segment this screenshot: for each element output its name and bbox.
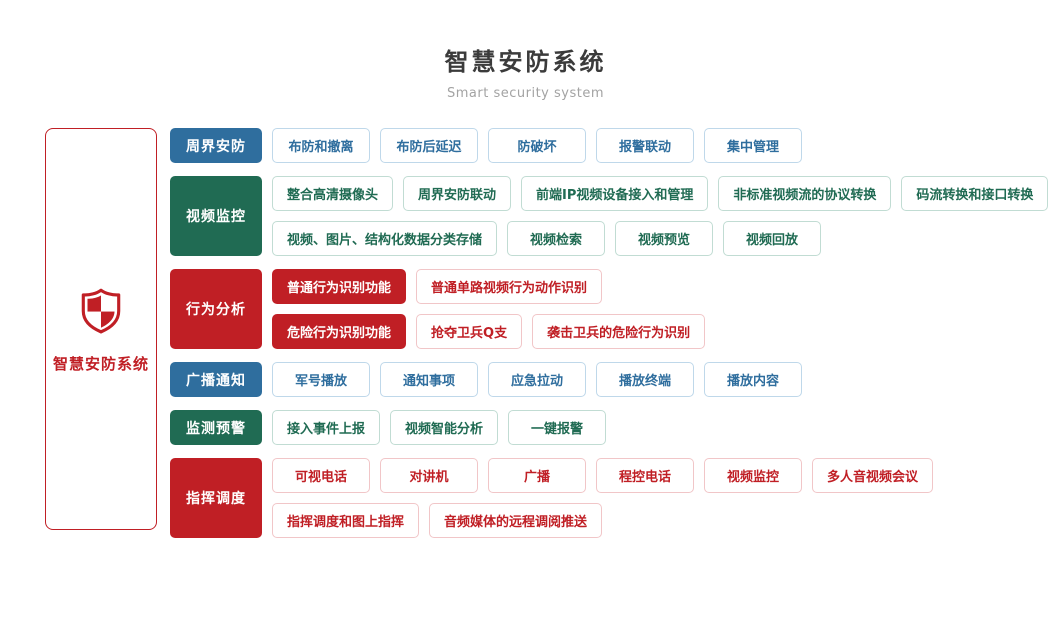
- category-label-broadcast-notice: 广播通知: [170, 362, 262, 397]
- feature-lines-behavior-analysis: 普通行为识别功能普通单路视频行为动作识别危险行为识别功能抢夺卫兵Q支袭击卫兵的危…: [272, 269, 706, 349]
- feature-item: 袭击卫兵的危险行为识别: [532, 314, 706, 349]
- feature-item: 视频回放: [723, 221, 822, 256]
- feature-item: 广播: [488, 458, 586, 493]
- feature-item: 视频检索: [507, 221, 606, 256]
- feature-item: 程控电话: [596, 458, 694, 493]
- feature-item: 周界安防联动: [403, 176, 512, 211]
- system-root-panel: 智慧安防系统: [45, 128, 157, 530]
- feature-item: 前端IP视频设备接入和管理: [521, 176, 709, 211]
- feature-lines-command-dispatch: 可视电话对讲机广播程控电话视频监控多人音视频会议指挥调度和图上指挥音频媒体的远程…: [272, 458, 934, 538]
- feature-line: 危险行为识别功能抢夺卫兵Q支袭击卫兵的危险行为识别: [272, 314, 706, 349]
- feature-lines-broadcast-notice: 军号播放通知事项应急拉动播放终端播放内容: [272, 362, 802, 397]
- shield-icon: [76, 285, 126, 339]
- feature-line: 视频、图片、结构化数据分类存储视频检索视频预览视频回放: [272, 221, 1048, 256]
- feature-lines-video-surveillance: 整合高清摄像头周界安防联动前端IP视频设备接入和管理非标准视频流的协议转换码流转…: [272, 176, 1049, 256]
- feature-item: 危险行为识别功能: [272, 314, 407, 349]
- feature-row-command-dispatch: 指挥调度可视电话对讲机广播程控电话视频监控多人音视频会议指挥调度和图上指挥音频媒…: [170, 458, 1048, 538]
- feature-lines-perimeter-security: 布防和撤离布防后延迟防破坏报警联动集中管理: [272, 128, 802, 163]
- feature-item: 视频智能分析: [390, 410, 499, 445]
- feature-line: 普通行为识别功能普通单路视频行为动作识别: [272, 269, 705, 304]
- feature-item: 多人音视频会议: [812, 458, 934, 493]
- feature-line: 军号播放通知事项应急拉动播放终端播放内容: [272, 362, 802, 397]
- system-root-label: 智慧安防系统: [52, 354, 149, 373]
- category-label-behavior-analysis: 行为分析: [170, 269, 262, 349]
- feature-item: 视频、图片、结构化数据分类存储: [272, 221, 498, 256]
- feature-item: 音频媒体的远程调阅推送: [429, 503, 603, 538]
- feature-item: 防破坏: [488, 128, 586, 163]
- feature-item: 应急拉动: [488, 362, 586, 397]
- category-label-perimeter-security: 周界安防: [170, 128, 262, 163]
- feature-item: 对讲机: [380, 458, 478, 493]
- feature-item: 一键报警: [508, 410, 607, 445]
- feature-row-monitoring-warning: 监测预警接入事件上报视频智能分析一键报警: [170, 410, 1048, 445]
- feature-row-behavior-analysis: 行为分析普通行为识别功能普通单路视频行为动作识别危险行为识别功能抢夺卫兵Q支袭击…: [170, 269, 1048, 349]
- category-label-monitoring-warning: 监测预警: [170, 410, 262, 445]
- feature-item: 布防后延迟: [380, 128, 478, 163]
- feature-item: 视频监控: [704, 458, 802, 493]
- feature-item: 视频预览: [615, 221, 714, 256]
- feature-item: 播放内容: [704, 362, 802, 397]
- page-title: 智慧安防系统: [444, 48, 607, 76]
- feature-item: 可视电话: [272, 458, 370, 493]
- feature-item: 播放终端: [596, 362, 694, 397]
- page-subtitle: Smart security system: [447, 86, 604, 101]
- feature-rows: 周界安防布防和撤离布防后延迟防破坏报警联动集中管理视频监控整合高清摄像头周界安防…: [170, 128, 1049, 538]
- category-label-video-surveillance: 视频监控: [170, 176, 262, 256]
- feature-item: 报警联动: [596, 128, 694, 163]
- feature-item: 布防和撤离: [272, 128, 370, 163]
- feature-item: 通知事项: [380, 362, 478, 397]
- feature-item: 非标准视频流的协议转换: [718, 176, 892, 211]
- feature-item: 码流转换和接口转换: [901, 176, 1049, 211]
- feature-item: 集中管理: [704, 128, 802, 163]
- feature-line: 整合高清摄像头周界安防联动前端IP视频设备接入和管理非标准视频流的协议转换码流转…: [272, 176, 1049, 211]
- feature-item: 普通单路视频行为动作识别: [416, 269, 603, 304]
- feature-item: 指挥调度和图上指挥: [272, 503, 420, 538]
- feature-item: 整合高清摄像头: [272, 176, 394, 211]
- feature-line: 布防和撤离布防后延迟防破坏报警联动集中管理: [272, 128, 802, 163]
- feature-item: 接入事件上报: [272, 410, 381, 445]
- feature-item: 抢夺卫兵Q支: [416, 314, 523, 349]
- feature-line: 指挥调度和图上指挥音频媒体的远程调阅推送: [272, 503, 933, 538]
- feature-item: 普通行为识别功能: [272, 269, 407, 304]
- feature-item: 军号播放: [272, 362, 370, 397]
- feature-lines-monitoring-warning: 接入事件上报视频智能分析一键报警: [272, 410, 607, 445]
- category-label-command-dispatch: 指挥调度: [170, 458, 262, 538]
- feature-row-perimeter-security: 周界安防布防和撤离布防后延迟防破坏报警联动集中管理: [170, 128, 1048, 163]
- page-header: 智慧安防系统 Smart security system: [0, 42, 1051, 101]
- feature-line: 可视电话对讲机广播程控电话视频监控多人音视频会议: [272, 458, 934, 493]
- feature-line: 接入事件上报视频智能分析一键报警: [272, 410, 607, 445]
- feature-row-broadcast-notice: 广播通知军号播放通知事项应急拉动播放终端播放内容: [170, 362, 1048, 397]
- feature-row-video-surveillance: 视频监控整合高清摄像头周界安防联动前端IP视频设备接入和管理非标准视频流的协议转…: [170, 176, 1049, 256]
